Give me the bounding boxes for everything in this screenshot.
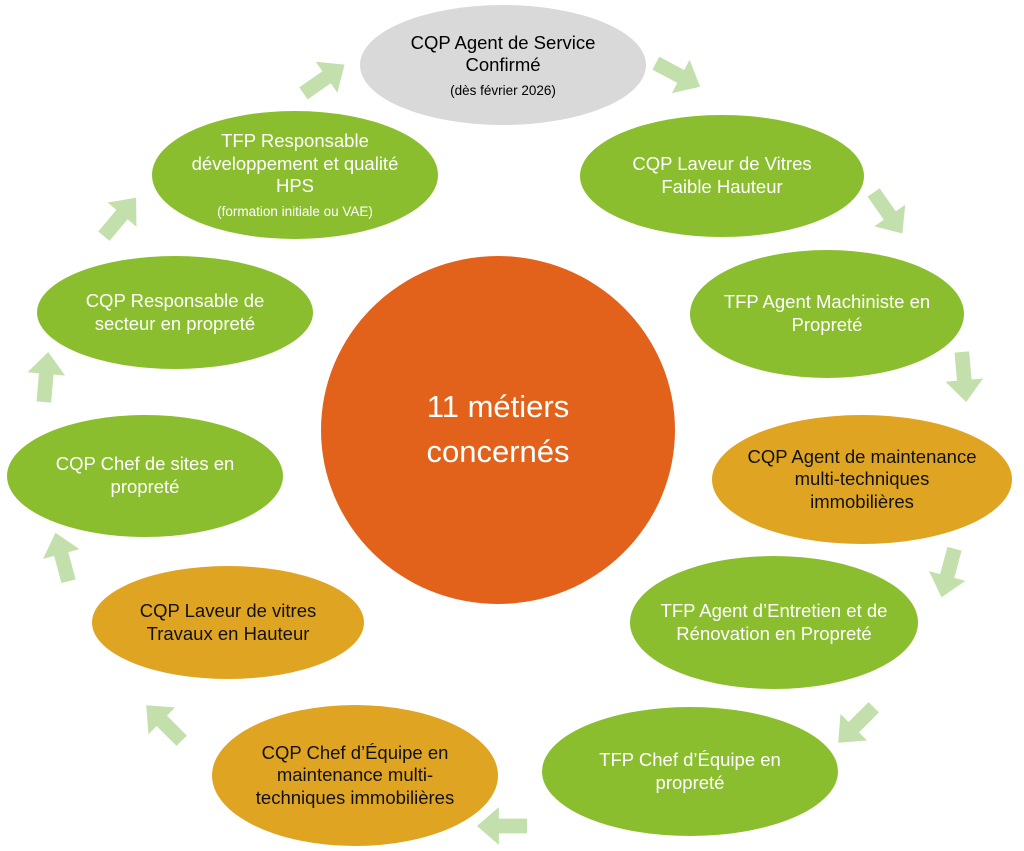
arrow-shape (652, 56, 701, 94)
flow-arrow (290, 45, 359, 113)
arrow-shape (98, 197, 137, 241)
flow-arrow (86, 182, 155, 251)
node-cqp-laveur-vitres-travaux-hauteur: CQP Laveur de vitres Travaux en Hauteur (90, 564, 366, 681)
flow-arrow (854, 179, 922, 248)
node-tfp-chef-equipe-proprete: TFP Chef d’Équipe en propreté (540, 705, 840, 838)
node-subtitle: (formation initiale ou VAE) (217, 203, 373, 219)
node-cqp-agent-service-confirme: CQP Agent de Service Confirmé (dès févri… (358, 3, 648, 127)
node-title: CQP Chef d’Équipe en maintenance multi-t… (255, 741, 455, 808)
node-cqp-agent-maintenance-multitechniques: CQP Agent de maintenance multi-technique… (710, 413, 1014, 546)
flow-arrow (821, 690, 890, 759)
node-cqp-chef-equipe-maintenance: CQP Chef d’Équipe en maintenance multi-t… (210, 703, 500, 848)
node-title: CQP Responsable de secteur en propreté (85, 289, 265, 334)
arrow-shape (146, 705, 187, 746)
center-title: 11 métiers concernés (426, 389, 570, 469)
node-cqp-laveur-vitres-faible-hauteur: CQP Laveur de Vitres Faible Hauteur (578, 113, 866, 239)
arrow-shape (476, 807, 528, 845)
node-tfp-agent-machiniste-proprete: TFP Agent Machiniste en Propreté (688, 248, 966, 380)
node-title: CQP Agent de maintenance multi-technique… (747, 445, 977, 512)
node-tfp-agent-entretien-renovation: TFP Agent d’Entretien et de Rénovation e… (628, 554, 920, 691)
arrow-shape (27, 352, 66, 403)
node-title: CQP Laveur de Vitres Faible Hauteur (632, 153, 812, 197)
node-title: TFP Agent d’Entretien et de Rénovation e… (660, 599, 888, 644)
node-title: TFP Agent Machiniste en Propreté (723, 291, 931, 335)
center-circle: 11 métiers concernés (321, 256, 675, 604)
flow-arrow (939, 349, 989, 405)
arrow-shape (838, 702, 879, 743)
flow-arrow (33, 526, 91, 588)
flow-arrow (644, 42, 712, 107)
arrow-shape (945, 351, 984, 402)
node-cqp-chef-de-sites-proprete: CQP Chef de sites en propreté (5, 413, 285, 539)
flow-arrow (21, 349, 71, 405)
node-title: TFP Responsable développement et qualité… (191, 130, 399, 197)
node-title: CQP Agent de Service Confirmé (410, 31, 596, 76)
node-tfp-responsable-developpement-qualite: TFP Responsable développement et qualité… (150, 109, 440, 241)
node-subtitle: (dès février 2026) (450, 82, 556, 98)
node-title: CQP Chef de sites en propreté (55, 453, 235, 497)
flow-arrow (919, 542, 977, 604)
flow-arrow (129, 688, 198, 757)
node-cqp-responsable-secteur-proprete: CQP Responsable de secteur en propreté (35, 254, 315, 371)
node-title: CQP Laveur de vitres Travaux en Hauteur (139, 599, 317, 644)
flow-arrow (476, 803, 528, 849)
node-title: TFP Chef d’Équipe en propreté (599, 748, 781, 793)
arrow-shape (929, 546, 966, 598)
arrow-shape (299, 61, 345, 100)
arrow-shape (43, 532, 80, 584)
arrow-shape (867, 188, 906, 234)
